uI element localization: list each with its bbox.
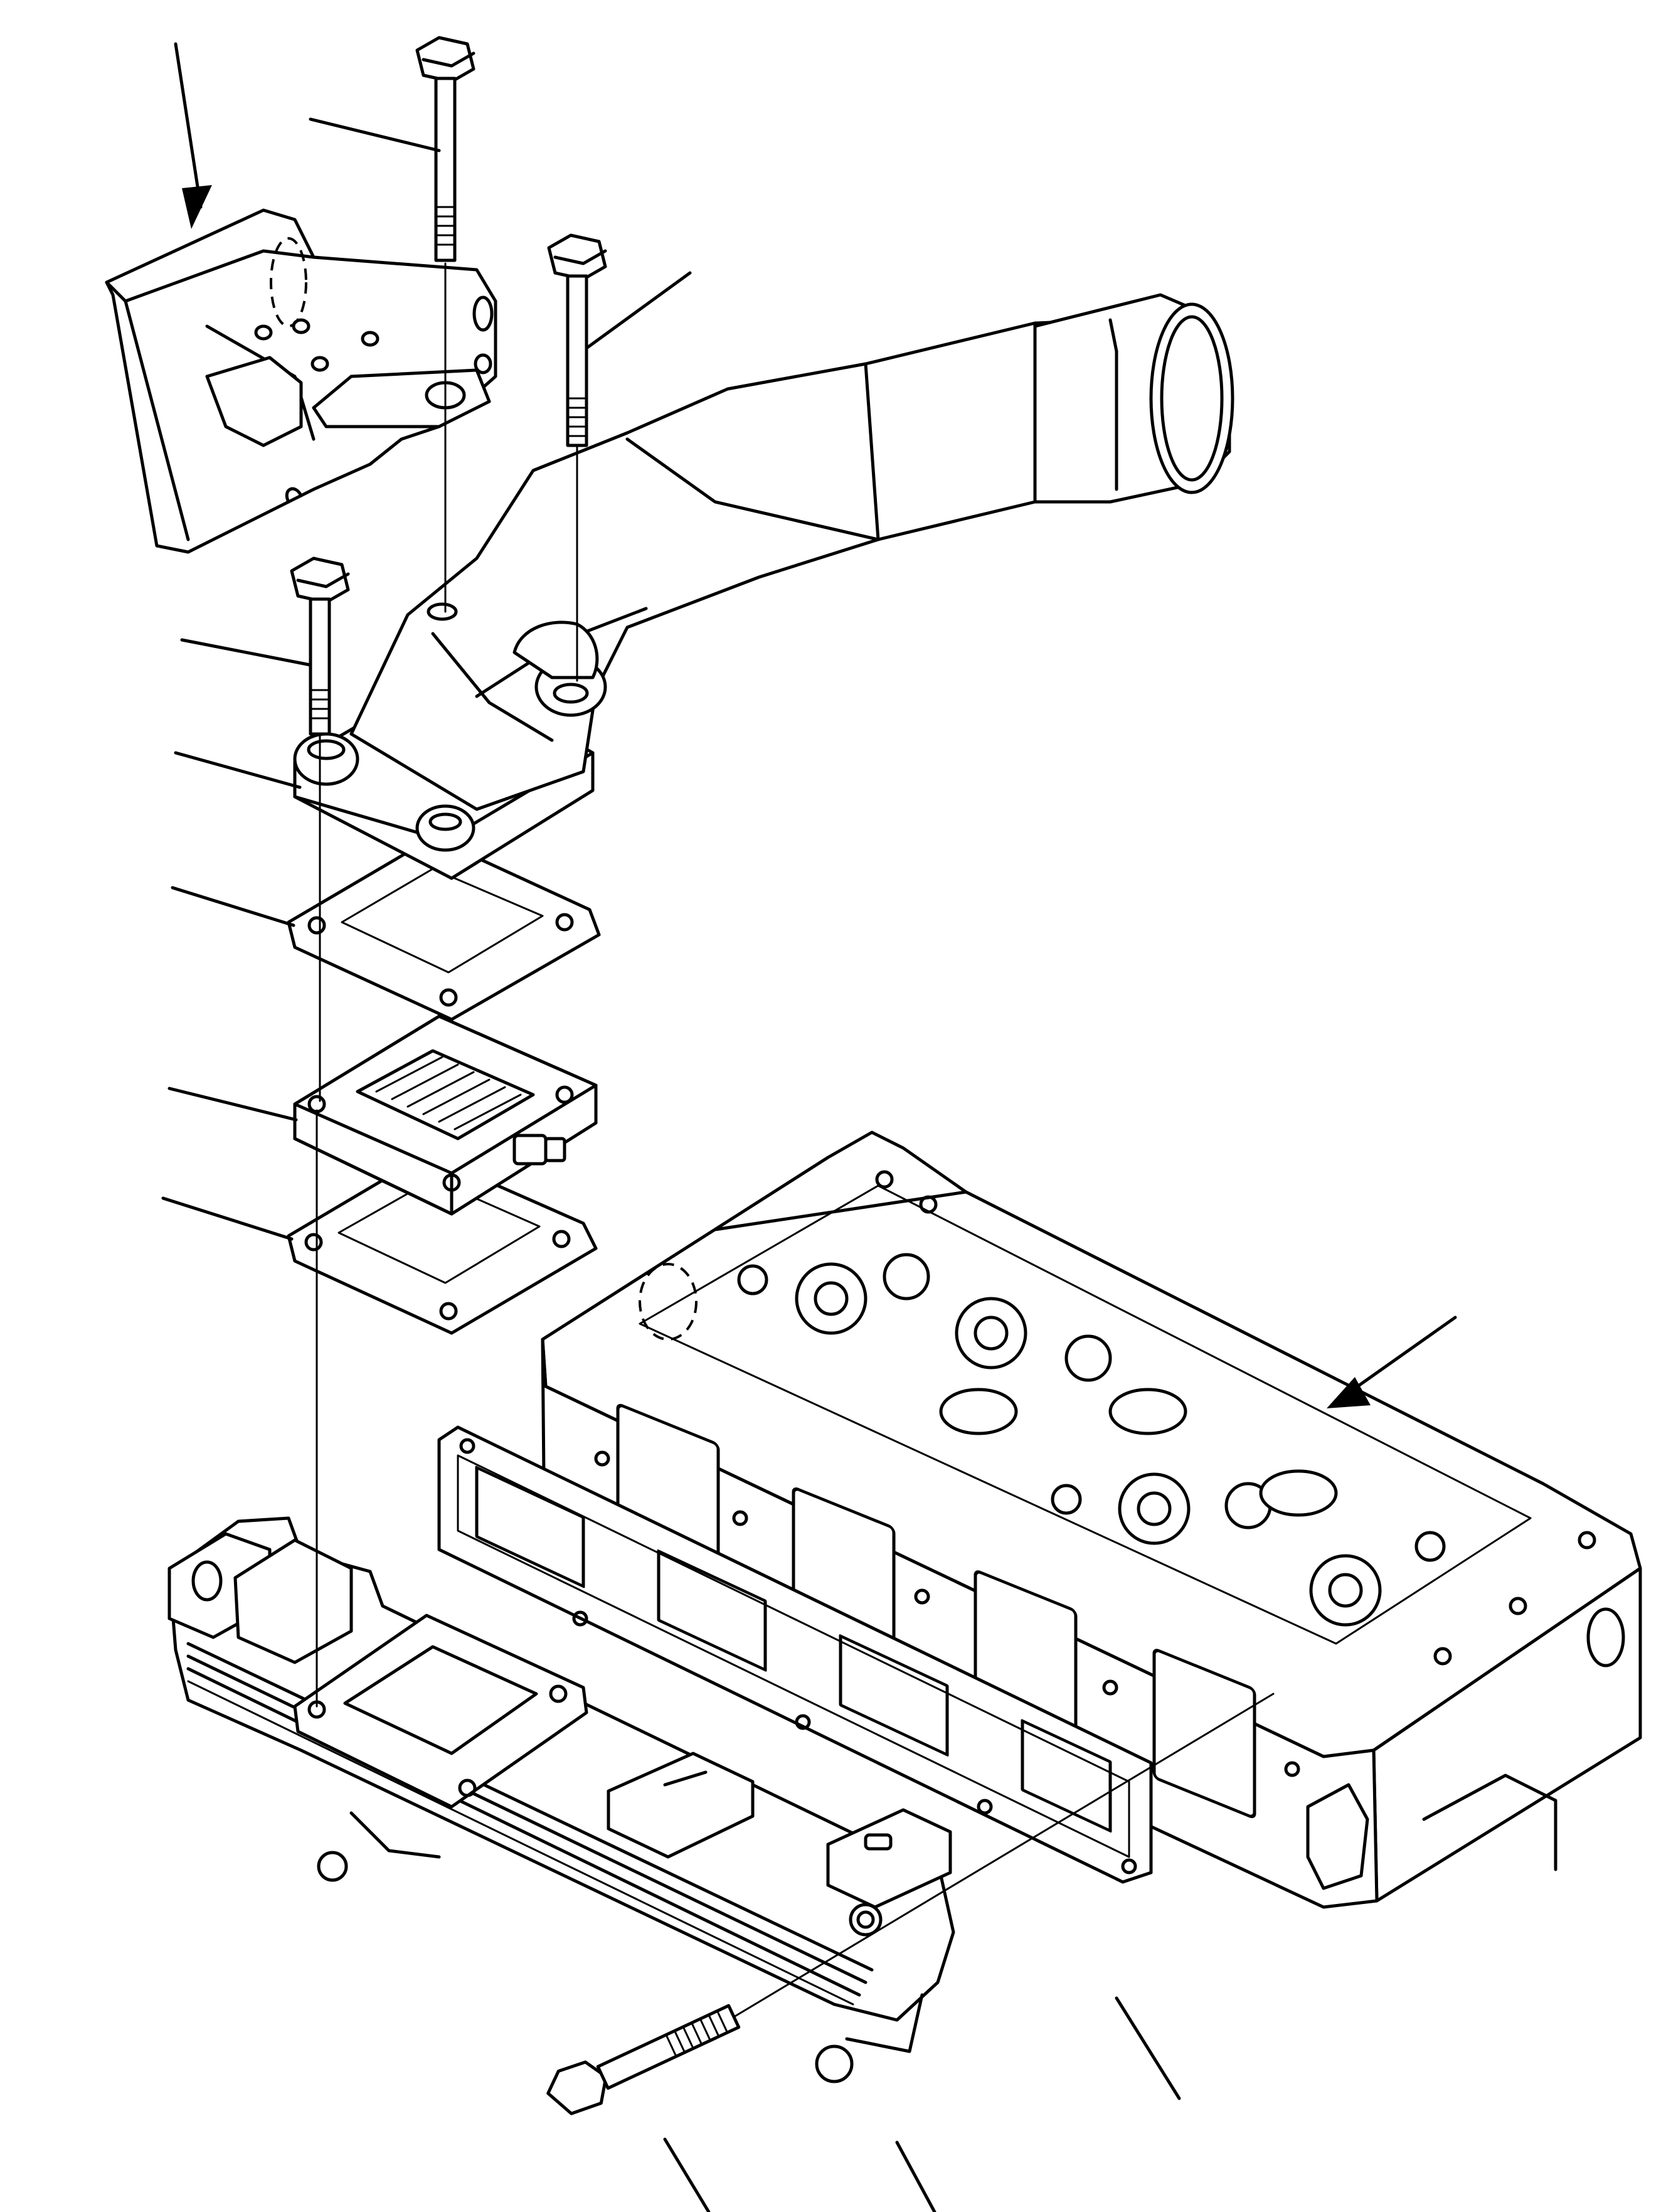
leader-intake-manifold — [895, 2140, 936, 2212]
bolt-right — [547, 233, 607, 447]
leader-elbow-pipe — [174, 751, 302, 789]
leader-gasket-lower — [161, 1196, 294, 1241]
intake-heater-spacer — [293, 1014, 598, 1216]
callout-leaders — [161, 42, 1457, 2212]
valve-pockets — [737, 1170, 1596, 1666]
leader-bolt-left — [180, 638, 312, 667]
intake-manifold — [167, 1516, 955, 2083]
bolt-top — [415, 36, 475, 262]
cylinder-head — [541, 1130, 1642, 1909]
arrow-bracket-head — [182, 185, 212, 229]
leader-heater-spacer — [167, 1087, 298, 1122]
intake-elbow-pipe — [293, 293, 1234, 880]
manifold-gasket — [437, 1425, 1153, 1884]
heater-grid — [375, 1056, 522, 1130]
heater-terminal — [512, 1134, 566, 1166]
arrow-cylinder-head — [1347, 1316, 1457, 1395]
leader-bolt-top — [309, 117, 441, 152]
arrow-cylinder-head-head — [1327, 1377, 1371, 1408]
bolt-manifold — [546, 2004, 741, 2115]
alignment-lines — [316, 262, 1275, 2018]
leader-manifold-gasket — [1115, 1996, 1181, 2100]
leader-bolt-right — [585, 271, 692, 350]
arrow-bracket — [174, 42, 203, 209]
leader-manifold-bolt — [663, 2137, 711, 2212]
bolt-left — [290, 556, 350, 736]
leader-gasket-upper — [171, 886, 295, 927]
